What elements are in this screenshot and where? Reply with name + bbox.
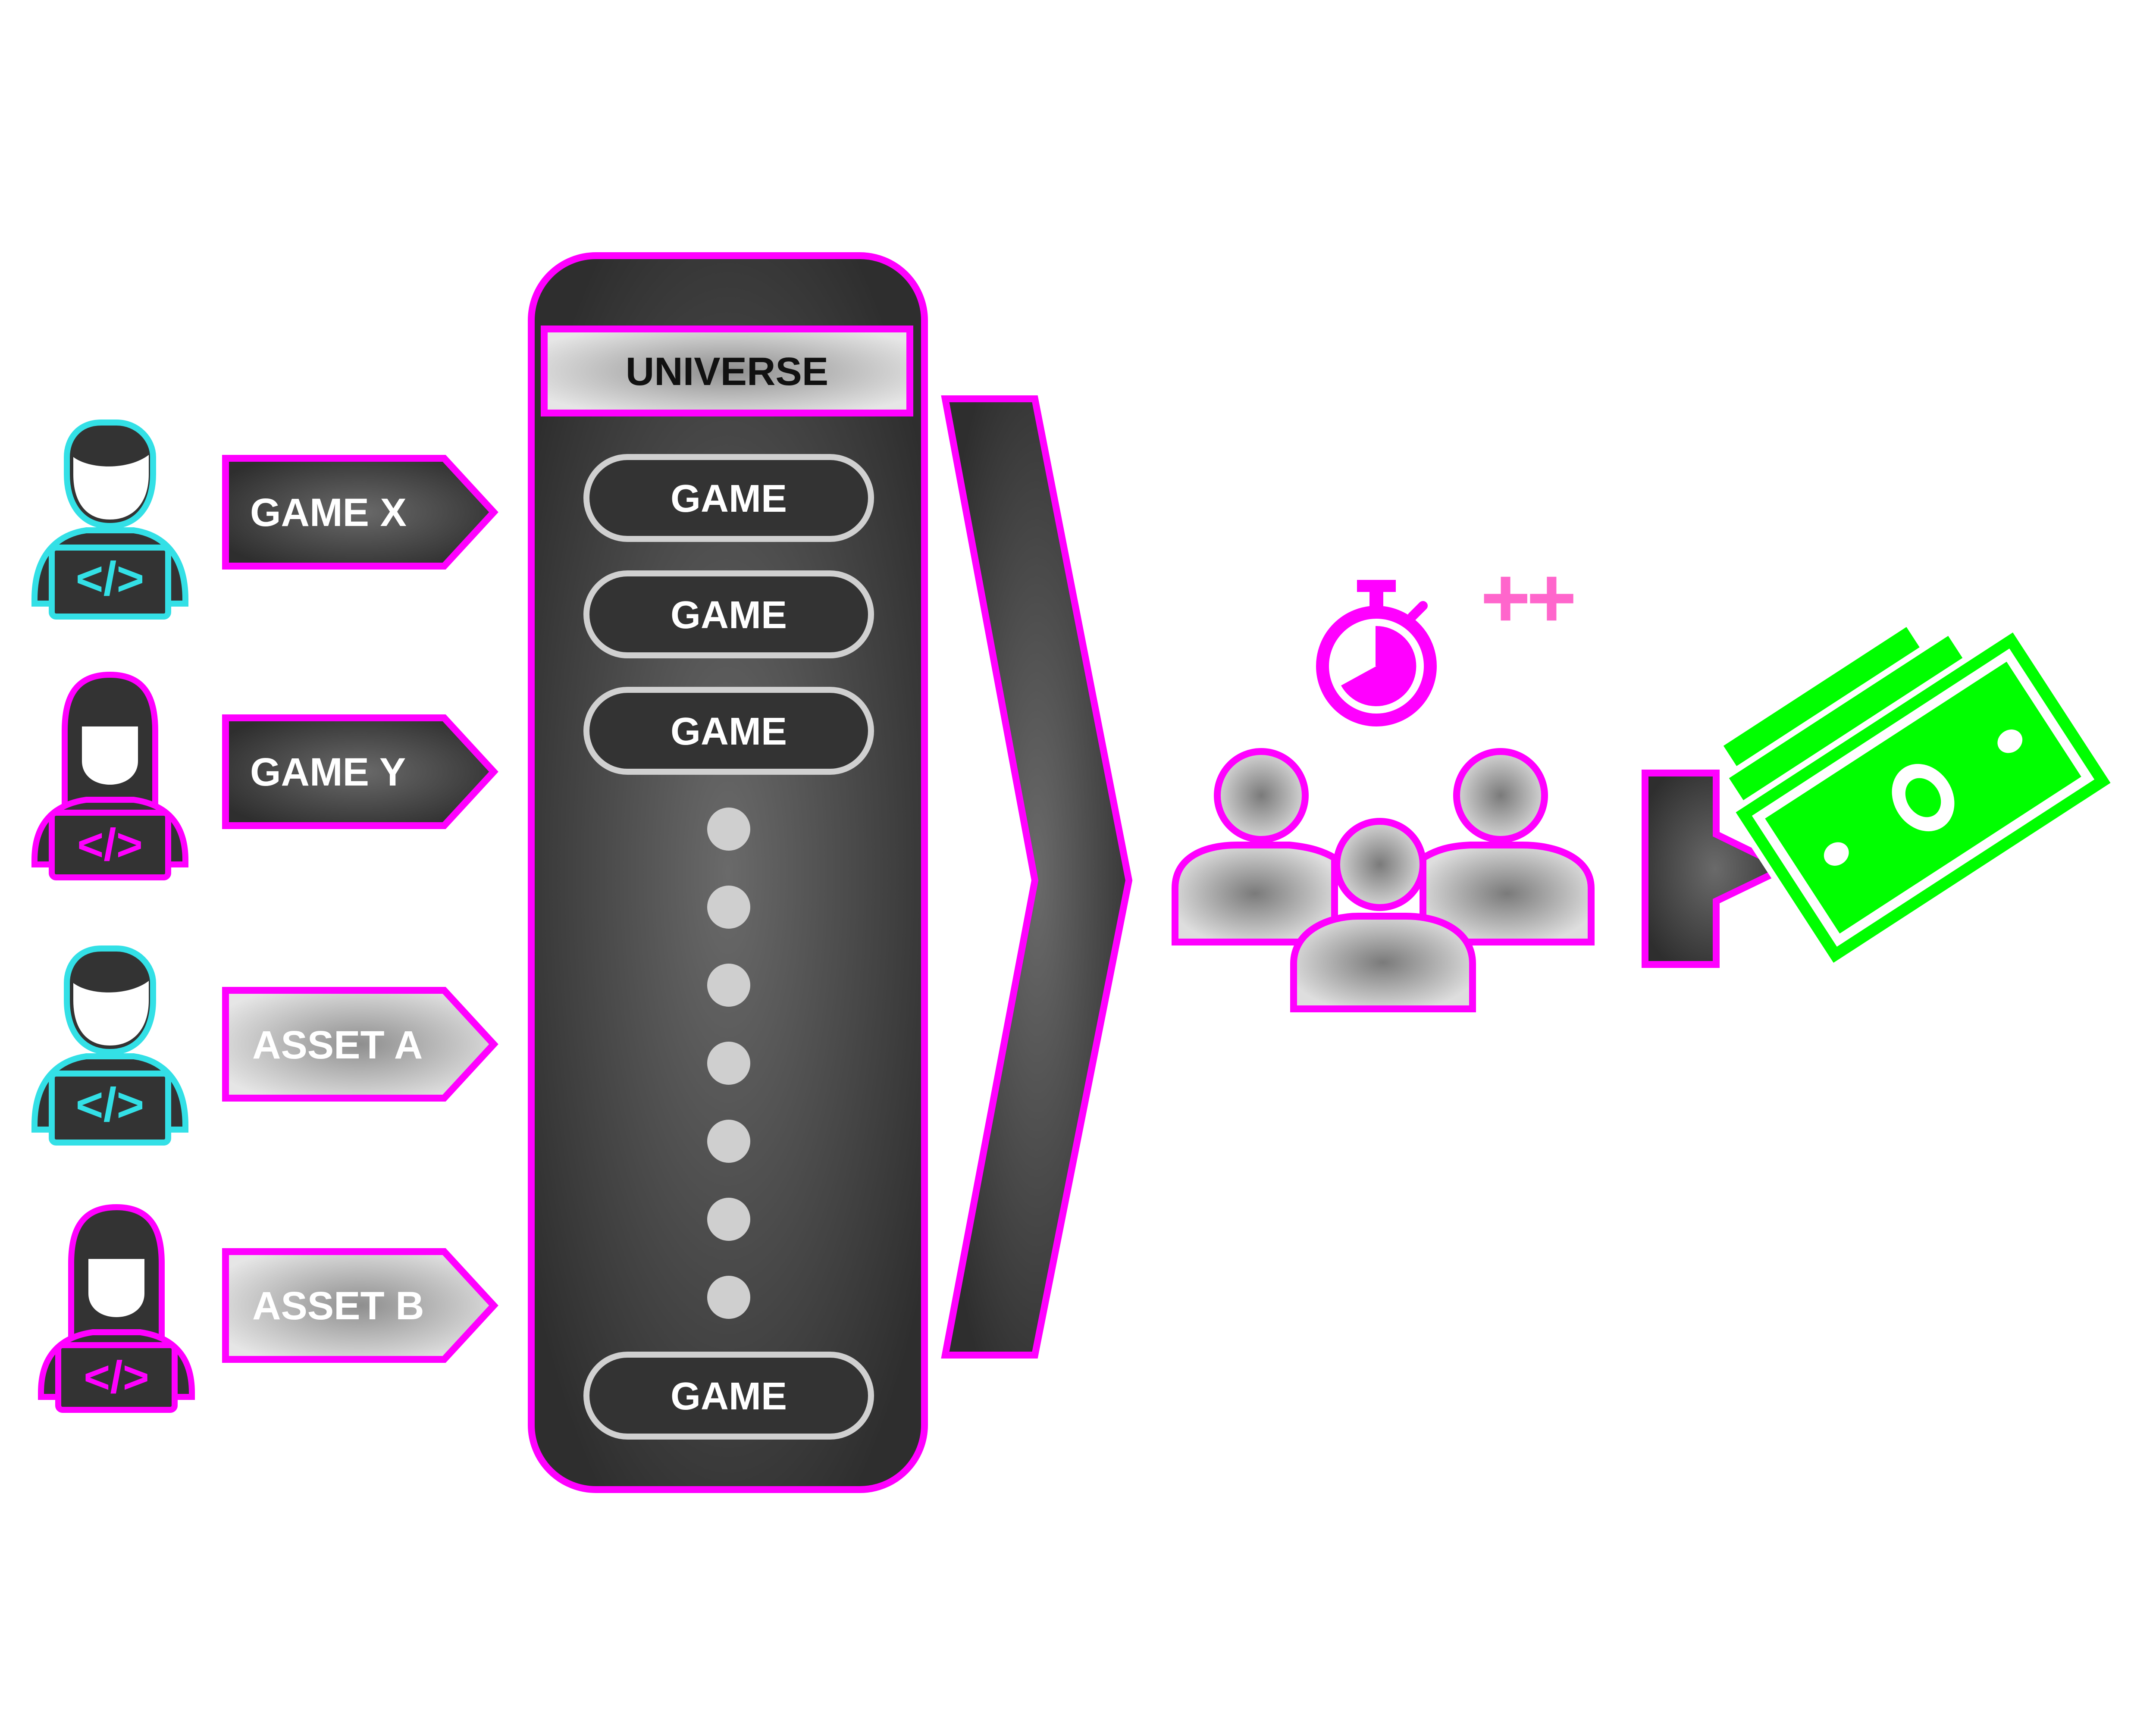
tag-label: GAME X bbox=[250, 491, 407, 535]
tag-asset-b: ASSET B bbox=[222, 1248, 498, 1363]
svg-text:</>: </> bbox=[75, 552, 144, 605]
universe-title-bar bbox=[541, 326, 913, 416]
game-label: GAME bbox=[671, 1375, 787, 1418]
game-label: GAME bbox=[671, 594, 787, 637]
small-arrow bbox=[1642, 770, 1793, 968]
svg-text:</>: </> bbox=[84, 1352, 149, 1403]
developer-male-icon: </> bbox=[31, 945, 188, 1146]
ellipsis-dot bbox=[707, 1120, 750, 1163]
svg-text:</>: </> bbox=[75, 1078, 144, 1131]
tag-game-x: GAME X bbox=[222, 455, 498, 570]
audience-group-icon bbox=[1172, 748, 1595, 1012]
ellipsis-dot bbox=[707, 808, 750, 851]
tag-label: GAME Y bbox=[250, 750, 406, 794]
ellipsis-dot bbox=[707, 1042, 750, 1085]
universe-title: UNIVERSE bbox=[626, 350, 828, 394]
ellipsis-dot bbox=[707, 964, 750, 1007]
game-pill: GAME bbox=[583, 687, 874, 775]
ellipsis-dots bbox=[707, 808, 750, 1319]
tag-label: ASSET B bbox=[252, 1284, 424, 1328]
ellipsis-dot bbox=[707, 1276, 750, 1319]
ellipsis-dot bbox=[707, 886, 750, 929]
universe-panel: UNIVERSE GAME GAME GAME GAME bbox=[528, 252, 928, 1493]
tag-label: ASSET A bbox=[252, 1023, 423, 1067]
developer-female-icon: </> bbox=[31, 671, 188, 880]
developer-male-icon: </> bbox=[31, 420, 188, 620]
game-label: GAME bbox=[671, 710, 787, 753]
developer-female-icon: </> bbox=[38, 1204, 195, 1413]
ellipsis-dot bbox=[707, 1198, 750, 1241]
tag-game-y: GAME Y bbox=[222, 714, 498, 829]
money-stack-icon bbox=[1715, 618, 2119, 971]
game-pill: GAME bbox=[583, 454, 874, 542]
plus-plus-text: ++ bbox=[1480, 550, 1573, 646]
tag-asset-a: ASSET A bbox=[222, 987, 498, 1102]
stopwatch-icon bbox=[1316, 580, 1437, 726]
game-pill: GAME bbox=[583, 570, 874, 658]
game-label: GAME bbox=[671, 477, 787, 520]
game-pill: GAME bbox=[583, 1352, 874, 1440]
svg-text:</>: </> bbox=[77, 820, 143, 870]
chevron-arrow bbox=[941, 395, 1133, 1359]
